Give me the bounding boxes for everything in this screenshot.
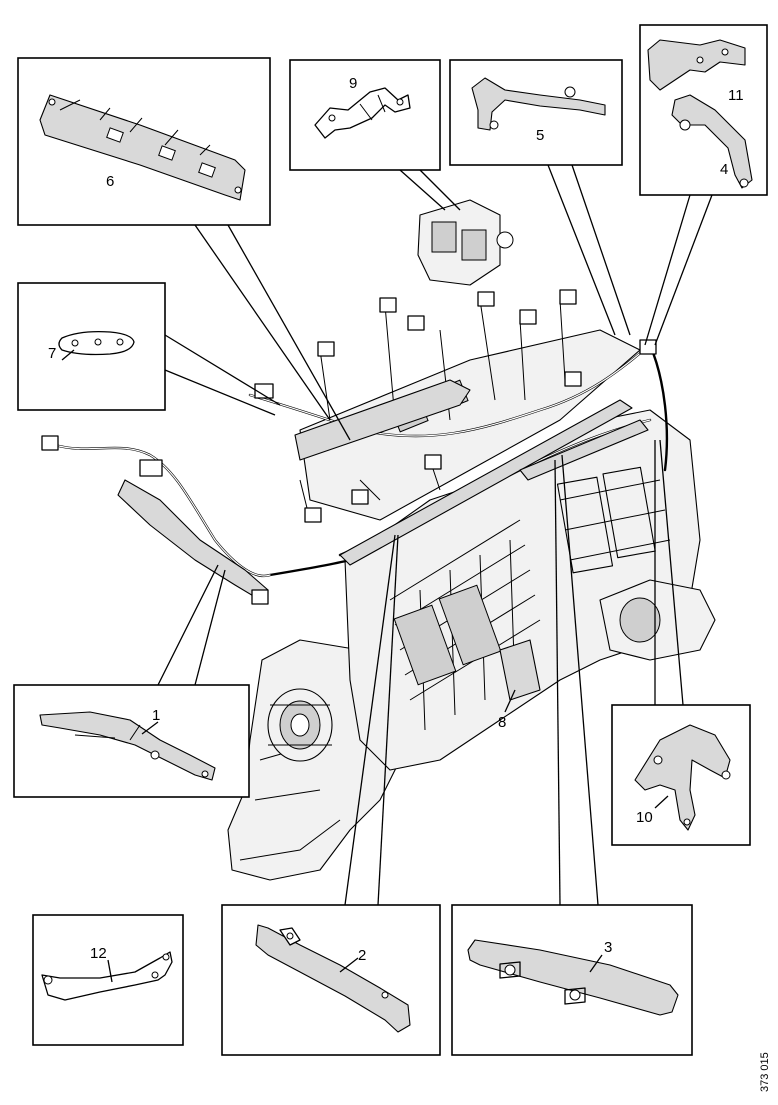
- wiring-harness: [41, 289, 669, 701]
- callout-box-5: 5: [449, 59, 623, 166]
- callout-box-11-4: 11 4: [639, 24, 768, 196]
- callout-box-1: 1: [13, 684, 250, 798]
- callout-label-8: 8: [498, 714, 506, 731]
- callout-box-7: 7: [17, 282, 166, 411]
- callout-label-4: 4: [720, 161, 728, 178]
- callout-label-10: 10: [636, 809, 653, 826]
- callout-box-10: 10: [611, 704, 751, 846]
- callout-box-2: 2: [221, 904, 441, 1056]
- leader-lines: [157, 164, 713, 906]
- callout-box-3: 3: [451, 904, 693, 1056]
- callout-label-2: 2: [358, 947, 366, 964]
- callout-box-9: 9: [289, 59, 441, 171]
- top-module: [417, 199, 501, 286]
- callout-box-6: 6: [17, 57, 271, 226]
- callout-label-7: 7: [48, 345, 56, 362]
- callout-label-1: 1: [152, 707, 160, 724]
- engine-assembly: [227, 199, 716, 881]
- callout-box-12: 12: [32, 914, 184, 1046]
- reference-number: 373 015: [759, 1052, 771, 1092]
- callout-label-3: 3: [604, 939, 612, 956]
- cam-cover: [299, 329, 641, 521]
- callout-label-11: 11: [728, 87, 744, 104]
- callout-label-5: 5: [536, 127, 544, 144]
- callout-label-9: 9: [349, 75, 357, 92]
- callout-label-6: 6: [106, 173, 114, 190]
- callout-label-12: 12: [90, 945, 107, 962]
